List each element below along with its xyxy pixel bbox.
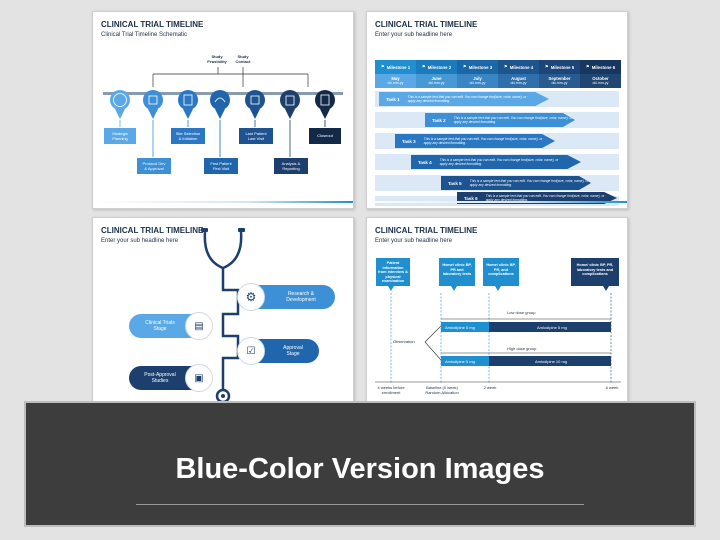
box-strategic-planning: Strategic Planning — [104, 128, 136, 144]
milestone-6: ⚑Milestone 6 — [580, 60, 621, 74]
milestone-5: ⚑Milestone 5 — [539, 60, 580, 74]
slide-footline — [367, 201, 627, 203]
axis-label-week2: 2 week — [483, 385, 497, 390]
clipboard-icon: ▤ — [185, 312, 213, 340]
callout-baseline: Home/ clinic BP, PR and laboratory tests — [439, 258, 475, 286]
flag-icon: ⚑ — [544, 64, 549, 69]
label-high-dose-group: High dose group — [507, 346, 537, 351]
slide-title: CLINICAL TRIAL TIMELINE — [375, 226, 478, 235]
slide-dose-groups[interactable]: CLINICAL TRIAL TIMELINE Enter your sub h… — [366, 217, 628, 415]
label-low-dose-group: Low dose group — [507, 310, 536, 315]
drug-low-b: Amlodipine 5 mg — [537, 325, 567, 330]
box-site-selection: Site Selection & Initiation — [171, 128, 205, 144]
step-icon-5 — [245, 90, 265, 119]
step-icons — [110, 90, 335, 157]
slide-title: CLINICAL TRIAL TIMELINE — [375, 20, 478, 29]
slide-subtitle: Enter your sub headline here — [375, 238, 453, 244]
dose-timeline — [375, 286, 621, 383]
slide-stethoscope[interactable]: CLINICAL TRIAL TIMELINE Enter your sub h… — [92, 217, 354, 415]
callout-week2: Home/ clinic BP, PR, and complications — [483, 258, 519, 286]
step-icon-6 — [280, 90, 300, 119]
step-icon-7 — [315, 90, 335, 119]
checklist-icon: ☑ — [237, 337, 265, 365]
box-last-patient: Last Patient Last Visit — [239, 128, 273, 144]
label-observation: Observation — [393, 339, 415, 344]
step-icon-1 — [110, 90, 130, 119]
document-icon: ▣ — [185, 364, 213, 392]
milestone-1: ⚑Milestone 1 — [375, 60, 416, 74]
slide-subtitle: Enter your sub headline here — [375, 32, 453, 38]
flag-icon: ⚑ — [462, 64, 467, 69]
stethoscope-graphic — [201, 228, 245, 404]
step-icon-4 — [210, 90, 230, 119]
slide-subtitle: Enter your sub headline here — [101, 238, 179, 244]
box-protocol-dev: Protocol Dev & Approval — [137, 158, 171, 174]
flag-icon: ⚑ — [585, 64, 590, 69]
milestone-3: ⚑Milestone 3 — [457, 60, 498, 74]
box-first-patient: First Patient First Visit — [204, 158, 238, 174]
banner-title: Blue-Color Version Images — [175, 453, 545, 485]
flag-icon: ⚑ — [503, 64, 508, 69]
label-study-feasibility: Study Feasibility — [207, 54, 227, 64]
callout-week6: Home/ clinic BP, PR, laboratory tests an… — [571, 258, 619, 286]
slide-subtitle: Clinical Trial Timeline Schematic — [101, 32, 188, 38]
step-icon-3 — [178, 90, 198, 119]
drug-high-a: Amlodipine 5 mg — [445, 359, 475, 364]
axis-label-week6: 6 week — [605, 385, 619, 390]
slide-title: CLINICAL TRIAL TIMELINE — [101, 226, 204, 235]
axis-label-baseline: Baseline (0 week) Random Allocation — [425, 385, 459, 395]
banner-underline — [136, 504, 584, 505]
milestone-4: ⚑Milestone 4 — [498, 60, 539, 74]
callout-patient-info: Patient information from interview & phy… — [376, 258, 410, 286]
axis-label-before: 4 weeks before enrollment — [377, 385, 405, 395]
slide-footline — [93, 201, 353, 203]
step-icon-2 — [143, 90, 163, 119]
flag-icon: ⚑ — [380, 64, 385, 69]
milestone-2: ⚑Milestone 2 — [416, 60, 457, 74]
label-study-contact: Study Contact — [235, 54, 251, 64]
drug-low-a: Amlodipine 5 mg — [445, 325, 475, 330]
slide-milestones[interactable]: CLINICAL TRIAL TIMELINE Enter your sub h… — [366, 11, 628, 209]
gear-icon: ⚙ — [237, 283, 265, 311]
slide-schematic[interactable]: CLINICAL TRIAL TIMELINE Clinical Trial T… — [92, 11, 354, 209]
version-banner: Blue-Color Version Images — [24, 401, 696, 527]
slide-title: CLINICAL TRIAL TIMELINE — [101, 20, 204, 29]
drug-high-b: Amlodipine 10 mg — [535, 359, 568, 364]
box-analysis-reporting: Analysis & Reporting — [274, 158, 308, 174]
flag-icon: ⚑ — [421, 64, 426, 69]
box-closeout: Closeout — [309, 128, 341, 144]
